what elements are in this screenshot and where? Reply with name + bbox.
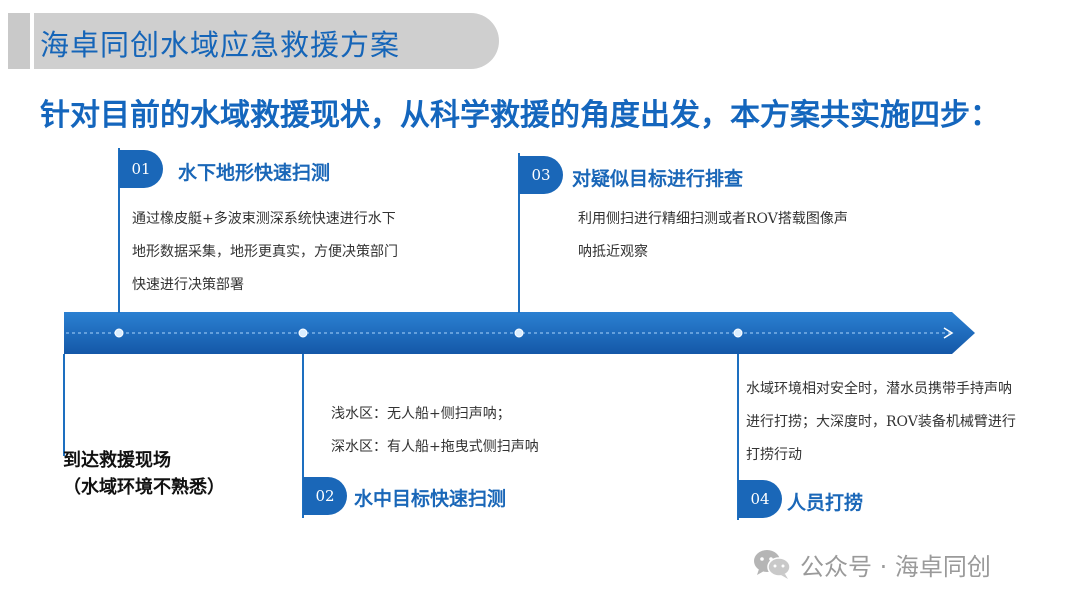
timeline-node-01 [114,328,124,338]
start-point-line2: （水域环境不熟悉） [63,477,225,498]
step-03-connector [518,153,520,313]
step-01-connector [118,148,120,313]
step-01-desc-line: 地形数据采集，地形更真实，方便决策部门 [132,244,398,260]
step-04-desc-line: 进行打捞；大深度时，ROV装备机械臂进行 [746,414,1016,430]
step-03-desc-line: 呐抵近观察 [578,244,648,260]
headline: 针对目前的水域救援现状，从科学救援的角度出发，本方案共实施四步： [40,98,1000,133]
step-01-desc-line: 快速进行决策部署 [132,277,244,293]
step-02-number: 02 [303,477,347,515]
step-01-description: 通过橡皮艇+多波束测深系统快速进行水下 地形数据采集，地形更真实，方便决策部门 … [132,203,398,302]
banner-accent-bar [8,13,30,69]
start-connector [63,354,65,456]
timeline-arrow [64,312,975,354]
wechat-icon [754,550,791,579]
step-04-connector [737,354,739,520]
start-point-label: 到达救援现场 （水域环境不熟悉） [63,447,225,501]
step-04-number: 04 [738,480,782,518]
step-02-connector [302,354,304,518]
watermark-text: 公众号 · 海卓同创 [800,552,991,581]
timeline-node-03 [514,328,524,338]
watermark: 公众号 · 海卓同创 [752,546,991,582]
title-banner [34,13,499,69]
step-04-title: 人员打捞 [787,492,864,514]
step-03-desc-line: 利用侧扫进行精细扫测或者ROV搭载图像声 [578,211,848,227]
step-03-description: 利用侧扫进行精细扫测或者ROV搭载图像声 呐抵近观察 [578,203,848,269]
step-02-desc-line: 深水区：有人船+拖曳式侧扫声呐 [331,439,539,455]
timeline-node-02 [298,328,308,338]
step-04-description: 水域环境相对安全时，潜水员携带手持声呐 进行打捞；大深度时，ROV装备机械臂进行… [746,373,1016,472]
start-point-line1: 到达救援现场 [63,450,171,471]
step-03-title: 对疑似目标进行排查 [572,168,744,190]
step-01-title: 水下地形快速扫测 [178,162,331,184]
step-01-number: 01 [119,150,163,188]
step-01-desc-line: 通过橡皮艇+多波束测深系统快速进行水下 [132,211,396,227]
step-02-description: 浅水区：无人船+侧扫声呐； 深水区：有人船+拖曳式侧扫声呐 [331,398,539,464]
step-02-desc-line: 浅水区：无人船+侧扫声呐； [331,406,511,422]
timeline-node-04 [733,328,743,338]
step-04-desc-line: 打捞行动 [746,447,802,463]
slide-title: 海卓同创水域应急救援方案 [40,28,401,62]
step-02-title: 水中目标快速扫测 [354,488,507,510]
step-03-number: 03 [519,156,563,194]
step-04-desc-line: 水域环境相对安全时，潜水员携带手持声呐 [746,381,1012,397]
